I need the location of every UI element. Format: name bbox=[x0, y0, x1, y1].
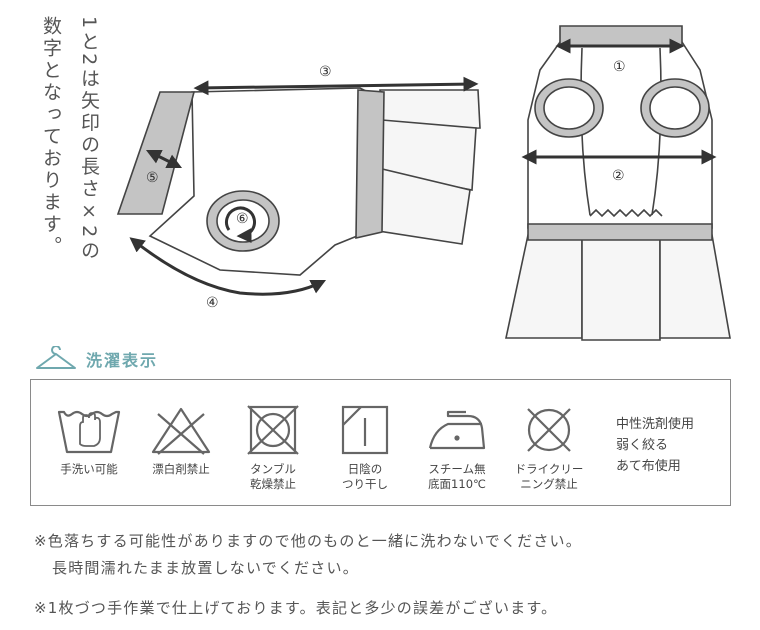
caption-hand-wash: 手洗い可能 bbox=[60, 462, 118, 476]
wash-heading-label: 洗濯表示 bbox=[86, 351, 159, 370]
front-lace-edge bbox=[589, 208, 663, 218]
front-collar-ribbing bbox=[559, 25, 683, 47]
front-measure-arrows bbox=[521, 38, 717, 165]
arrow-4 bbox=[129, 237, 327, 296]
measure-label-1: ① bbox=[613, 59, 626, 75]
care-item-shade-line-dry: 日陰の つり干し bbox=[320, 404, 410, 492]
care-item-hand-wash: 手洗い可能 bbox=[44, 404, 134, 477]
no-bleach-icon bbox=[151, 407, 211, 455]
shade-line-dry-icon bbox=[341, 405, 389, 455]
garment-diagram: ③ ⑤ ⑥ ④ ① ② bbox=[116, 25, 731, 341]
front-view-garment bbox=[505, 25, 731, 341]
care-symbol-panel: 手洗い可能 漂白剤禁止 タンブル 乾燥禁止 日陰の つり干し bbox=[30, 379, 731, 506]
caption-iron-low-temp: スチーム無 底面110℃ bbox=[428, 462, 486, 491]
measure-label-6: ⑥ bbox=[236, 211, 249, 227]
front-inner-seam-right bbox=[651, 47, 662, 216]
wash-heading: 洗濯表示 bbox=[34, 344, 158, 374]
care-side-note: 中性洗剤使用 弱く絞る あて布使用 bbox=[616, 417, 695, 474]
caption-no-tumble-dry: タンブル 乾燥禁止 bbox=[250, 462, 296, 491]
measure-label-5: ⑤ bbox=[146, 170, 159, 186]
footnote-wet-storage: 長時間濡れたまま放置しないでください。 bbox=[52, 559, 359, 577]
care-item-iron-low-temp: スチーム無 底面110℃ bbox=[412, 404, 502, 492]
size-note-line-1: 1と2は矢印の長さ×2の bbox=[78, 16, 100, 263]
no-dry-clean-icon bbox=[527, 408, 571, 452]
footnote-handmade: ※1枚づつ手作業で仕上げております。表記と多少の誤差がございます。 bbox=[34, 599, 558, 617]
front-skirt-right bbox=[659, 234, 731, 339]
side-measure-arrows bbox=[129, 76, 479, 296]
caption-shade-line-dry: 日陰の つり干し bbox=[342, 462, 388, 491]
measure-label-4: ④ bbox=[206, 295, 219, 311]
size-note-line-2: 数字となっております。 bbox=[40, 16, 62, 258]
side-waist-ribbing bbox=[355, 89, 385, 240]
care-item-no-bleach: 漂白剤禁止 bbox=[136, 404, 226, 477]
front-right-leg-hole bbox=[649, 86, 701, 130]
care-item-no-dry-clean: ドライクリー ニング禁止 bbox=[504, 404, 594, 492]
front-left-leg-hole bbox=[543, 86, 595, 130]
arrow-6 bbox=[225, 206, 256, 244]
front-skirt-left bbox=[505, 234, 583, 339]
front-waist-ribbing bbox=[527, 223, 713, 241]
caption-no-bleach: 漂白剤禁止 bbox=[152, 462, 210, 476]
front-skirt-center bbox=[581, 234, 661, 341]
measure-label-3: ③ bbox=[319, 64, 332, 80]
caption-no-dry-clean: ドライクリー ニング禁止 bbox=[514, 462, 584, 491]
hanger-icon bbox=[36, 346, 76, 369]
side-view-garment bbox=[116, 87, 481, 276]
care-item-no-tumble-dry: タンブル 乾燥禁止 bbox=[228, 404, 318, 492]
no-tumble-dry-icon bbox=[247, 405, 299, 455]
iron-low-temp-icon bbox=[428, 410, 486, 450]
arrow-5 bbox=[145, 149, 183, 169]
arrow-3 bbox=[193, 76, 479, 96]
footnote-color-fade: ※色落ちする可能性がありますので他のものと一緒に洗わないでください。 bbox=[34, 532, 582, 550]
side-neck-ribbing bbox=[116, 91, 196, 215]
measure-label-2: ② bbox=[612, 168, 625, 184]
hand-wash-icon bbox=[57, 410, 121, 454]
